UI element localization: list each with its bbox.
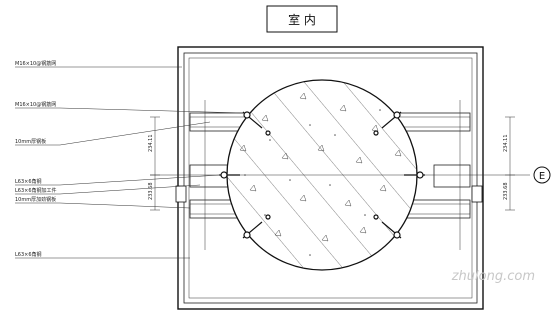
dim-right-upper: 234.11 (503, 135, 509, 153)
axis-marker-label: E (539, 171, 545, 182)
dims-right: 234.11 233.68 (503, 116, 515, 211)
label-rebar-2: M16×10@钢筋网 (15, 101, 56, 108)
label-angle-piece: L63×6角钢加工件 (15, 187, 57, 194)
label-rebar-top: M16×10@钢筋网 (15, 60, 56, 67)
label-stiffener: 10mm厚加劲钢板 (15, 196, 56, 203)
dims-left: 234.11 233.68 (148, 116, 160, 211)
watermark: zhulong.com (451, 269, 535, 284)
anchor-bolts (219, 111, 425, 239)
labels-left: M16×10@钢筋网 M16×10@钢筋网 10mm厚钢板 L63×6角钢 L6… (15, 60, 57, 258)
dim-left-lower: 233.68 (148, 183, 154, 201)
outer-frame (177, 46, 484, 310)
dim-left-upper: 234.11 (148, 135, 154, 153)
axis-marker: E (533, 166, 551, 184)
page-title: 室 内 (288, 12, 316, 27)
title-box (266, 5, 338, 33)
dim-right-lower: 233.68 (503, 183, 509, 201)
label-steel-plate: 10mm厚钢板 (15, 138, 46, 145)
leader-lines (15, 66, 246, 259)
label-angle-1: L63×6角钢 (15, 178, 42, 185)
label-angle-2: L63×6角钢 (15, 251, 42, 258)
